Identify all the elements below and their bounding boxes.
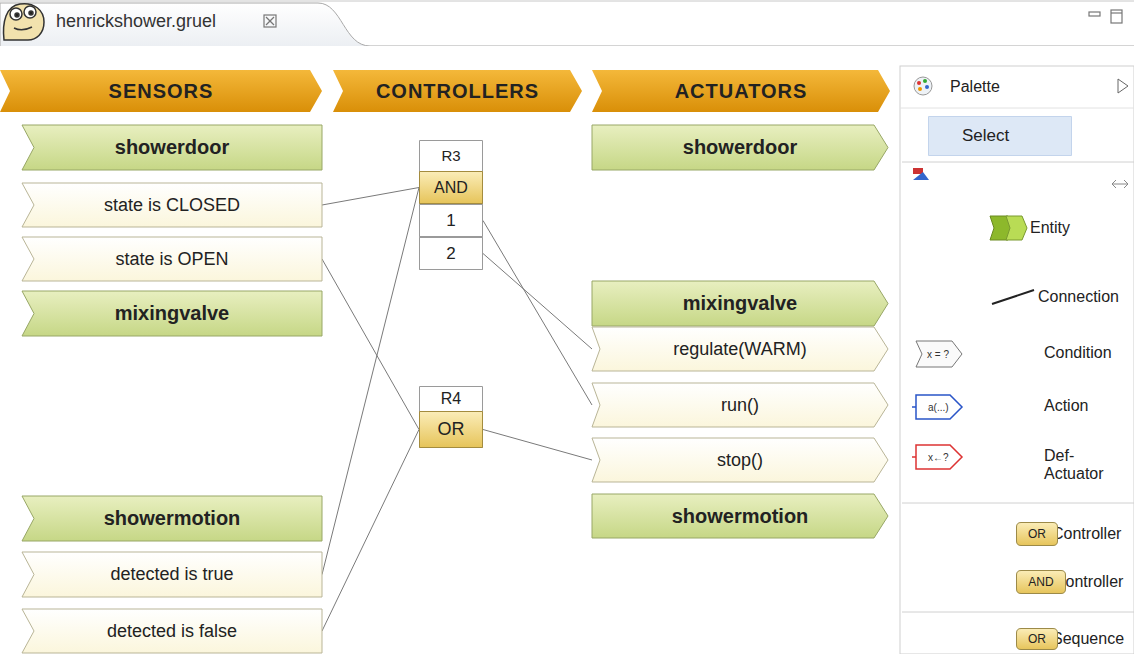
node-text: henrickshower.gruel	[56, 11, 216, 32]
node-text: mixingvalve	[115, 302, 230, 325]
palette-tool: Def-Actuator	[1044, 440, 1124, 490]
and-badge: AND	[1016, 570, 1066, 594]
node-text: Connection	[1038, 288, 1119, 306]
node-text: R3	[441, 147, 460, 164]
node-text: run()	[721, 395, 759, 416]
icon-glyph: a(...)	[928, 402, 949, 413]
condition-box: state is CLOSED	[22, 183, 322, 227]
node-text: mixingvalve	[683, 292, 798, 315]
column-header: ACTUATORS	[592, 70, 890, 112]
action-box: regulate(WARM)	[592, 327, 888, 371]
palette-tool: Select	[928, 116, 1072, 156]
node-text: ACTUATORS	[675, 80, 808, 103]
node-text: OR	[1028, 632, 1046, 646]
node-text: 1	[446, 211, 455, 231]
column-header: CONTROLLERS	[333, 70, 582, 112]
node-text: showermotion	[672, 505, 809, 528]
palette-tool: Entity	[1030, 213, 1130, 243]
output-port: 2	[419, 237, 483, 270]
palette-tool: Connection	[1038, 282, 1132, 312]
column-header: SENSORS	[0, 70, 322, 112]
node-text: Select	[962, 126, 1009, 146]
icon-glyph: x = ?	[927, 349, 949, 360]
connection-line	[483, 221, 592, 406]
node-text: showerdoor	[115, 136, 229, 159]
controller-rule: R4OR	[419, 386, 483, 448]
node-text: Def-Actuator	[1044, 447, 1124, 484]
output-port: 1	[419, 204, 483, 237]
node-text: OR	[1028, 527, 1046, 541]
connection-line	[483, 430, 592, 461]
node-text: Sequence	[1052, 630, 1124, 648]
node-text: CONTROLLERS	[376, 80, 539, 103]
node-text: Action	[1044, 397, 1088, 415]
node-text: showerdoor	[683, 136, 797, 159]
node-text: state is OPEN	[115, 249, 228, 270]
node-text: Entity	[1030, 219, 1070, 237]
condition-box: detected is false	[22, 609, 322, 653]
node-text: detected is true	[110, 564, 233, 585]
or-badge: OR	[1016, 522, 1058, 546]
palette-tool: Action	[1044, 391, 1132, 421]
node-text: AND	[1028, 575, 1053, 589]
node-text: detected is false	[107, 621, 237, 642]
node-text: AND	[434, 179, 468, 197]
controller-rule: R3AND 1 2	[419, 140, 483, 270]
icon-glyph: x←?	[928, 452, 949, 463]
actuator-entity: showermotion	[592, 494, 888, 538]
node-text: regulate(WARM)	[673, 339, 806, 360]
sensor-entity: showerdoor	[22, 125, 322, 170]
node-text: stop()	[717, 450, 763, 471]
or-gate: OR	[419, 411, 483, 448]
node-text: Condition	[1044, 344, 1112, 362]
node-text: showermotion	[104, 507, 241, 530]
sensor-entity: showermotion	[22, 496, 322, 541]
connection-line	[322, 430, 419, 632]
node-text: SENSORS	[109, 80, 214, 103]
action-box: run()	[592, 383, 888, 427]
palette-tool: Sequence OR	[1016, 626, 1132, 652]
palette-tool: Condition	[1044, 338, 1132, 368]
action-box: stop()	[592, 438, 888, 482]
connection-line	[322, 188, 419, 575]
or-badge: OR	[1016, 628, 1058, 650]
node-text: R4	[441, 390, 461, 408]
node-text: state is CLOSED	[104, 195, 240, 216]
palette-tool: ControllerAND	[1016, 566, 1132, 598]
and-gate: AND	[419, 171, 483, 204]
condition-box: state is OPEN	[22, 237, 322, 281]
connection-line	[322, 259, 419, 430]
node-text: 2	[446, 244, 455, 264]
actuator-entity: showerdoor	[592, 125, 888, 170]
palette-tool: Controller OR	[1016, 519, 1132, 549]
node-text: Controller	[1052, 525, 1121, 543]
palette-panel: PaletteSelectEntityConnectionConditionAc…	[902, 70, 1134, 654]
node-text: Palette	[950, 78, 1000, 96]
connection-line	[322, 188, 419, 206]
actuator-entity: mixingvalve	[592, 281, 888, 326]
node-text: OR	[438, 419, 465, 440]
editor-tab: henrickshower.gruel	[56, 6, 256, 36]
sensor-entity: mixingvalve	[22, 291, 322, 336]
connection-line	[483, 254, 592, 350]
condition-box: detected is true	[22, 552, 322, 597]
